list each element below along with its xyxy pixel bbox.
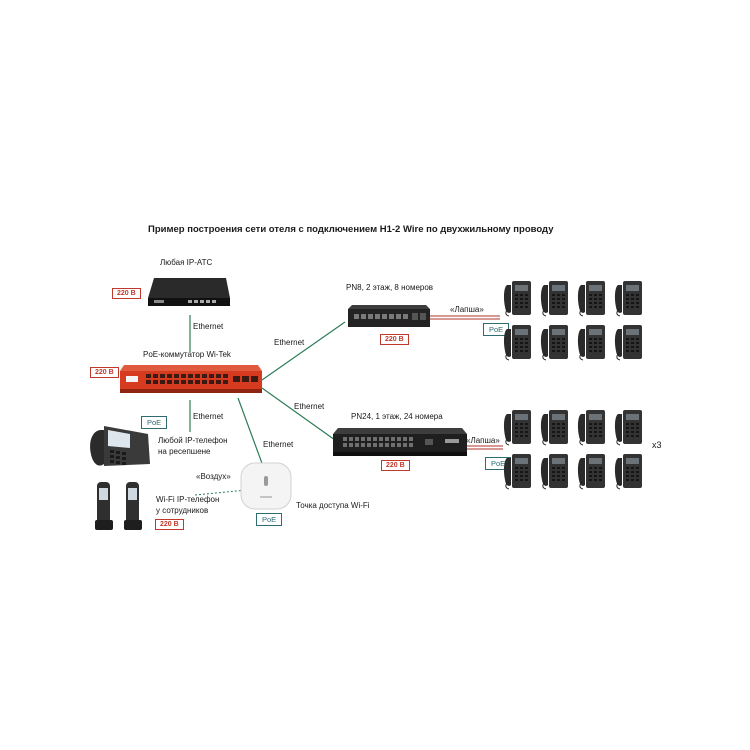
desk-phone-icon — [577, 323, 607, 361]
access-point-poe-badge: PoE — [256, 513, 283, 526]
wifi-phone-label-2: у сотрудников — [156, 506, 209, 515]
switch-label: PoE-коммутатор Wi-Tek — [143, 350, 231, 359]
link-switch-pn8 — [261, 321, 346, 381]
label-ethernet-pn8: Ethernet — [274, 338, 305, 347]
link-switch-pn24 — [261, 387, 336, 441]
label-ethernet-pn24: Ethernet — [294, 402, 325, 411]
desk-phone-icon — [503, 452, 533, 490]
desk-phone-icon — [503, 323, 533, 361]
desk-phone-icon — [577, 279, 607, 317]
access-point-icon — [240, 462, 292, 510]
pn8-phone-grid — [503, 279, 648, 361]
desk-phone-icon — [614, 452, 644, 490]
pn24-phone-grid — [503, 408, 648, 492]
link-air — [194, 489, 248, 496]
pn24-device — [333, 428, 467, 456]
pbx-device — [148, 276, 230, 308]
access-point-label: Точка доступа Wi-Fi — [296, 501, 370, 510]
pbx-icon — [148, 278, 230, 306]
wifi-phone-power-badge: 220 В — [155, 519, 184, 530]
label-pair-pn24: «Лапша» — [466, 436, 500, 445]
pn8-power-badge: 220 В — [380, 334, 409, 345]
diagram-title: Пример построения сети отеля с подключен… — [148, 224, 554, 235]
desk-phone-icon — [540, 452, 570, 490]
desk-phone-icon — [503, 408, 533, 446]
desk-phone-icon — [90, 426, 150, 466]
wifi-handset-icon — [95, 482, 142, 530]
pn8-gateway-icon — [348, 305, 430, 327]
access-point-device — [240, 462, 292, 510]
pn24-gateway-icon — [333, 428, 467, 456]
reception-phone-label-1: Любой IP-телефон — [158, 436, 228, 445]
reception-phone-device — [86, 420, 152, 470]
desk-phone-icon — [614, 323, 644, 361]
desk-phone-icon — [503, 279, 533, 317]
label-ethernet-pbx: Ethernet — [193, 322, 224, 331]
poe-switch-device — [120, 365, 262, 393]
wifi-phones-device — [93, 480, 148, 532]
label-ethernet-phone: Ethernet — [193, 412, 224, 421]
pn24-power-badge: 220 В — [381, 460, 410, 471]
label-pair-pn8: «Лапша» — [450, 305, 484, 314]
pn24-multiplier: x3 — [652, 440, 662, 450]
poe-switch-icon — [120, 365, 262, 393]
pbx-power-badge: 220 В — [112, 288, 141, 299]
desk-phone-icon — [577, 408, 607, 446]
desk-phone-icon — [540, 323, 570, 361]
desk-phone-icon — [614, 408, 644, 446]
pbx-label: Любая IP-АТС — [160, 258, 213, 267]
pn8-label: PN8, 2 этаж, 8 номеров — [346, 283, 434, 292]
desk-phone-icon — [540, 279, 570, 317]
label-ethernet-ap: Ethernet — [263, 440, 294, 449]
desk-phone-icon — [577, 452, 607, 490]
wifi-phone-label-1: Wi-Fi IP-телефон — [156, 495, 220, 504]
switch-power-badge: 220 В — [90, 367, 119, 378]
pn8-device — [348, 305, 430, 327]
pn24-label: PN24, 1 этаж, 24 номера — [351, 412, 443, 421]
desk-phone-icon — [614, 279, 644, 317]
reception-phone-label-2: на ресепшене — [158, 447, 211, 456]
link-switch-ap — [237, 397, 264, 467]
label-air: «Воздух» — [196, 472, 231, 481]
reception-phone-poe-badge: PoE — [141, 416, 168, 429]
desk-phone-icon — [540, 408, 570, 446]
